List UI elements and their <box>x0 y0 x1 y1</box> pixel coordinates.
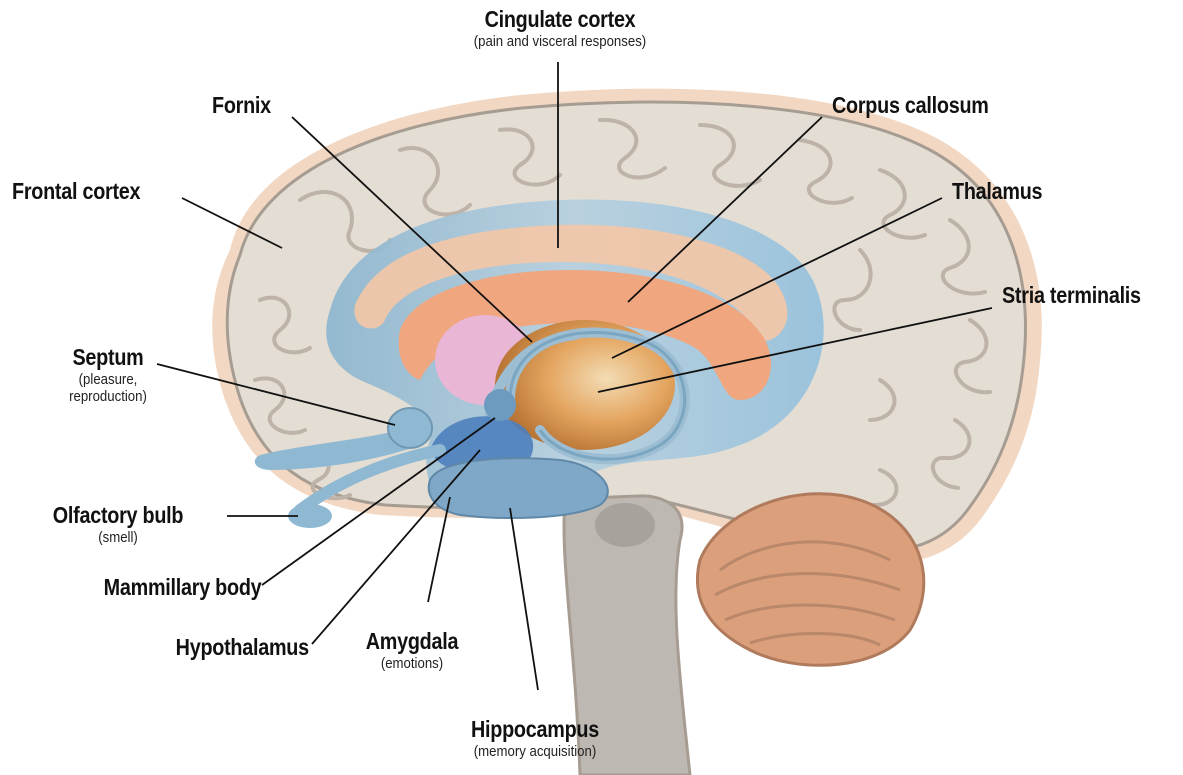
label-name: Thalamus <box>952 178 1042 205</box>
label-name: Fornix <box>212 92 271 119</box>
label-mammillary-body: Mammillary body <box>78 574 261 601</box>
label-corpus-callosum: Corpus callosum <box>832 92 1014 119</box>
label-name: Hippocampus <box>445 716 626 743</box>
label-stria-terminalis: Stria terminalis <box>1002 282 1163 309</box>
label-note: (pain and visceral responses) <box>454 33 665 50</box>
label-name: Olfactory bulb <box>32 502 204 529</box>
label-thalamus: Thalamus <box>952 178 1057 205</box>
label-name: Septum <box>48 344 168 371</box>
label-note-2: reproduction) <box>46 388 169 405</box>
septum-node <box>388 408 432 448</box>
label-septum: Septum (pleasure, reproduction) <box>38 344 178 405</box>
label-amygdala: Amygdala (emotions) <box>342 628 482 672</box>
label-note: (smell) <box>30 529 206 546</box>
label-fornix: Fornix <box>212 92 280 119</box>
label-frontal-cortex: Frontal cortex <box>12 178 161 205</box>
label-name: Stria terminalis <box>1002 282 1141 309</box>
mammillary-node <box>484 389 516 421</box>
label-name: Amygdala <box>352 628 472 655</box>
amygdala-hippocampus <box>429 458 608 518</box>
label-hypothalamus: Hypothalamus <box>154 634 309 661</box>
label-note: (memory acquisition) <box>443 743 628 760</box>
label-name: Mammillary body <box>103 574 261 601</box>
label-name: Frontal cortex <box>12 178 140 205</box>
label-olfactory-bulb: Olfactory bulb (smell) <box>18 502 218 546</box>
label-name: Hypothalamus <box>176 634 309 661</box>
label-hippocampus: Hippocampus (memory acquisition) <box>430 716 640 760</box>
label-note-1: (pleasure, <box>46 371 169 388</box>
label-name: Cingulate cortex <box>457 6 663 33</box>
pons <box>595 503 655 547</box>
label-note: (emotions) <box>350 655 473 672</box>
leader-hippocampus <box>510 508 538 690</box>
label-cingulate-cortex: Cingulate cortex (pain and visceral resp… <box>440 6 680 50</box>
label-name: Corpus callosum <box>832 92 989 119</box>
